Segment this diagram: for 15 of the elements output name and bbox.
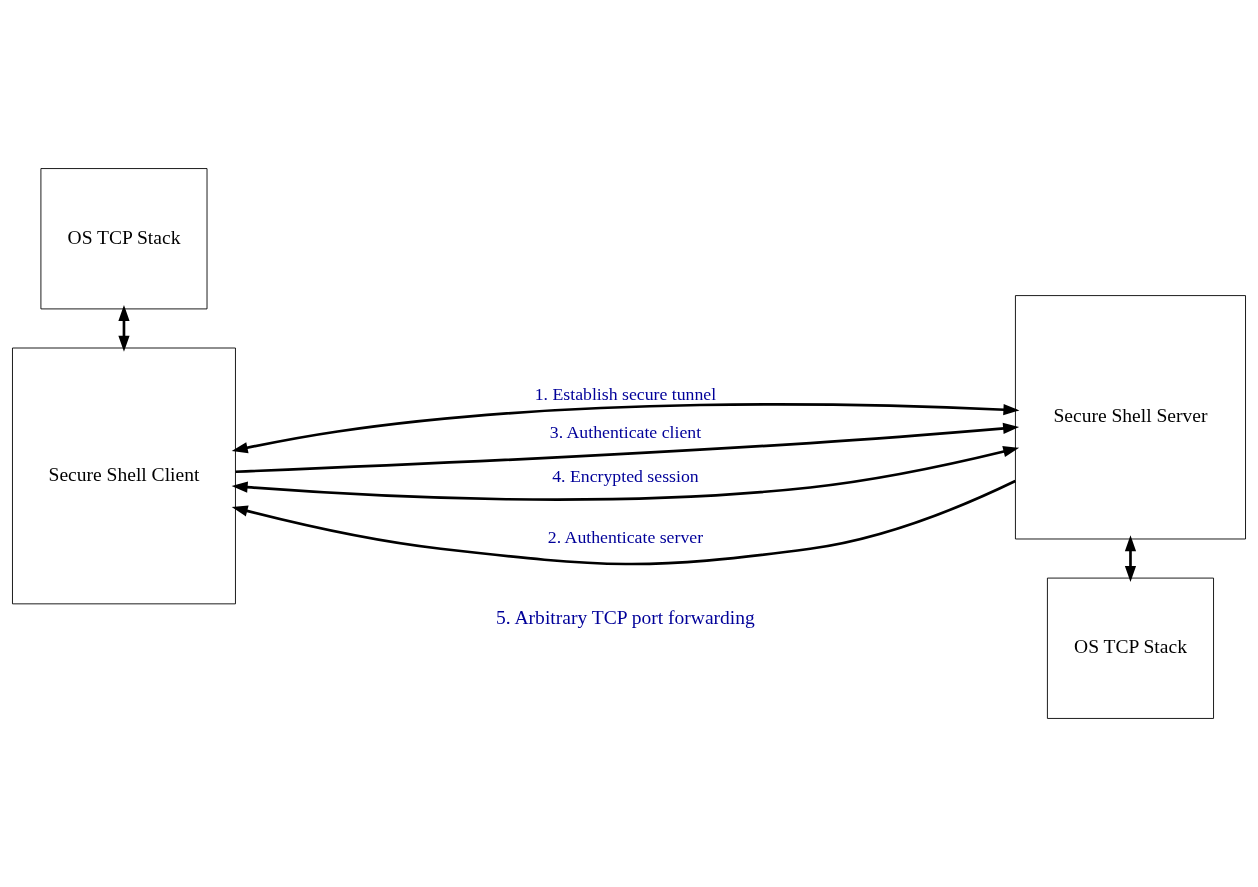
arrow xyxy=(231,403,1020,454)
arrow xyxy=(118,305,130,352)
edge-label: 4. Encrypted session xyxy=(552,466,699,487)
arrow xyxy=(1124,535,1137,582)
node-box: OS TCP Stack xyxy=(40,168,208,310)
edge-label: 3. Authenticate client xyxy=(549,421,702,442)
edge-label: 2. Authenticate server xyxy=(547,527,704,548)
edge-label: 1. Establish secure tunnel xyxy=(534,383,717,404)
arrow xyxy=(231,446,1020,501)
node-box: Secure Shell Client xyxy=(12,347,236,605)
label: 5. Arbitrary TCP port forwarding xyxy=(496,606,755,628)
node-box: Secure Shell Server xyxy=(1015,295,1246,540)
node-box: OS TCP Stack xyxy=(1046,577,1214,719)
arrow xyxy=(235,422,1020,474)
arrow xyxy=(231,479,1016,566)
